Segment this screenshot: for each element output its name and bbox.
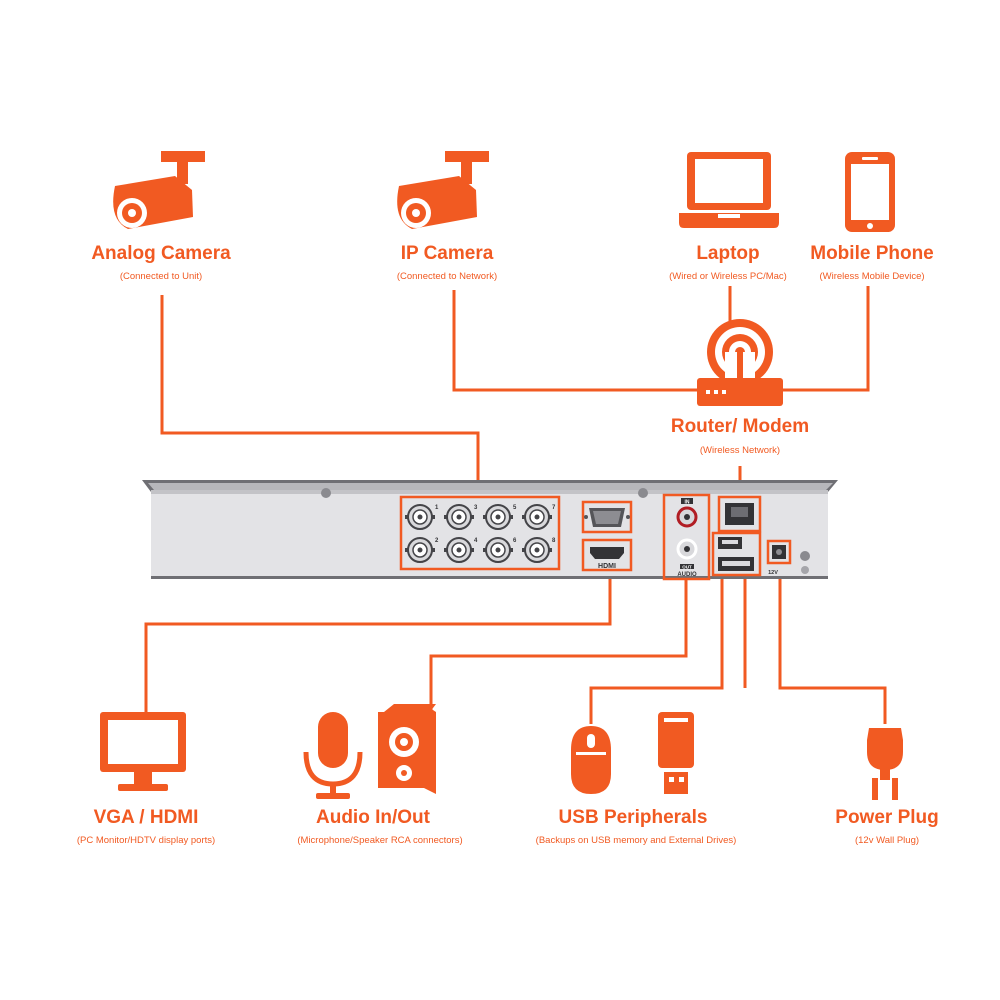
screw-icon <box>321 488 331 498</box>
cctv-camera-icon <box>397 151 489 229</box>
connection-lines <box>144 286 887 724</box>
hdmi-port <box>590 547 624 559</box>
vga-hdmi-group: VGA / HDMI (PC Monitor/HDTV display port… <box>77 712 215 846</box>
usb-drive-icon <box>658 712 694 794</box>
router-subtitle: (Wireless Network) <box>700 445 780 456</box>
bnc-connector: 1 <box>405 504 439 530</box>
bnc-connector: 6 <box>483 537 517 563</box>
mobile-phone-subtitle: (Wireless Mobile Device) <box>819 271 924 282</box>
power-group: Power Plug (12v Wall Plug) <box>835 728 939 846</box>
usb-title: USB Peripherals <box>559 807 708 828</box>
bnc-channel-number: 2 <box>435 538 439 544</box>
power-title: Power Plug <box>835 807 938 828</box>
ip-camera-title: IP Camera <box>401 243 494 264</box>
mobile-phone-title: Mobile Phone <box>810 243 934 264</box>
vga-port-frame <box>581 500 633 534</box>
bnc-connector: 7 <box>522 504 556 530</box>
audio-port-frame <box>662 493 711 581</box>
vga-hdmi-subtitle: (PC Monitor/HDTV display ports) <box>77 835 215 846</box>
power-plug-icon <box>867 728 903 800</box>
wireless-router-icon <box>697 319 783 406</box>
audio-subtitle: (Microphone/Speaker RCA connectors) <box>297 835 462 846</box>
line-audio <box>429 580 688 712</box>
line-ip-camera <box>452 290 697 392</box>
power-subtitle: (12v Wall Plug) <box>855 835 919 846</box>
bnc-connector: 5 <box>483 504 517 530</box>
router-title: Router/ Modem <box>671 416 809 437</box>
ip-camera-group: IP Camera (Connected to Network) <box>397 151 497 282</box>
line-vga-hdmi <box>144 570 612 712</box>
microphone-icon <box>318 712 348 768</box>
router-group: Router/ Modem (Wireless Network) <box>671 319 809 456</box>
mouse-icon <box>571 726 611 794</box>
laptop-group: Laptop (Wired or Wireless PC/Mac) <box>669 152 787 282</box>
laptop-title: Laptop <box>696 243 759 264</box>
bnc-connector: 3 <box>444 504 478 530</box>
audio-out-label: OUT <box>682 565 692 570</box>
screw-icon <box>638 488 648 498</box>
bnc-connector: 2 <box>405 537 439 563</box>
ethernet-port-frame <box>717 495 762 533</box>
ip-camera-subtitle: (Connected to Network) <box>397 271 497 282</box>
hdmi-label: HDMI <box>598 563 616 570</box>
bnc-connectors: 1 3 5 7 2 4 6 8 <box>405 504 556 563</box>
power-jack-label: 12V <box>768 570 778 576</box>
cctv-camera-icon <box>113 151 205 229</box>
usb-port-frame <box>711 531 762 577</box>
bnc-channel-number: 1 <box>435 505 439 511</box>
dvr-top-bevel <box>148 483 833 490</box>
screw-icon <box>800 551 810 561</box>
line-usb-1 <box>589 575 724 724</box>
line-mobile-phone <box>783 286 870 392</box>
bnc-channel-number: 7 <box>552 505 556 511</box>
monitor-icon <box>100 712 186 791</box>
bnc-connector: 4 <box>444 537 478 563</box>
speaker-icon <box>378 704 436 794</box>
mobile-phone-group: Mobile Phone (Wireless Mobile Device) <box>810 152 934 282</box>
microphone-speaker-icon <box>303 704 436 799</box>
bnc-channel-number: 8 <box>552 538 556 544</box>
dvr-back-panel: 1 3 5 7 2 4 6 8 HDMI IN OUT AUDIO <box>142 480 838 581</box>
analog-camera-group: Analog Camera (Connected to Unit) <box>91 151 231 282</box>
line-analog-camera <box>160 295 480 497</box>
bnc-channel-number: 3 <box>474 505 478 511</box>
analog-camera-subtitle: (Connected to Unit) <box>120 271 202 282</box>
laptop-subtitle: (Wired or Wireless PC/Mac) <box>669 271 787 282</box>
audio-in-label: IN <box>685 500 690 506</box>
audio-title: Audio In/Out <box>316 807 431 828</box>
bnc-connector: 8 <box>522 537 556 563</box>
mouse-usb-drive-icon <box>571 712 694 794</box>
analog-camera-title: Analog Camera <box>91 243 231 264</box>
power-port-frame <box>766 539 792 565</box>
usb-subtitle: (Backups on USB memory and External Driv… <box>536 835 737 846</box>
usb-group: USB Peripherals (Backups on USB memory a… <box>536 712 737 846</box>
bnc-channel-number: 5 <box>513 505 517 511</box>
bnc-input-group <box>399 495 561 571</box>
audio-label: AUDIO <box>677 572 697 578</box>
bnc-channel-number: 4 <box>474 538 478 544</box>
vga-hdmi-title: VGA / HDMI <box>94 807 199 828</box>
bnc-channel-number: 6 <box>513 538 517 544</box>
laptop-icon <box>679 152 779 228</box>
smartphone-icon <box>845 152 895 232</box>
line-power <box>778 562 887 724</box>
audio-group: Audio In/Out (Microphone/Speaker RCA con… <box>297 704 463 846</box>
hdmi-port-frame <box>581 538 633 572</box>
